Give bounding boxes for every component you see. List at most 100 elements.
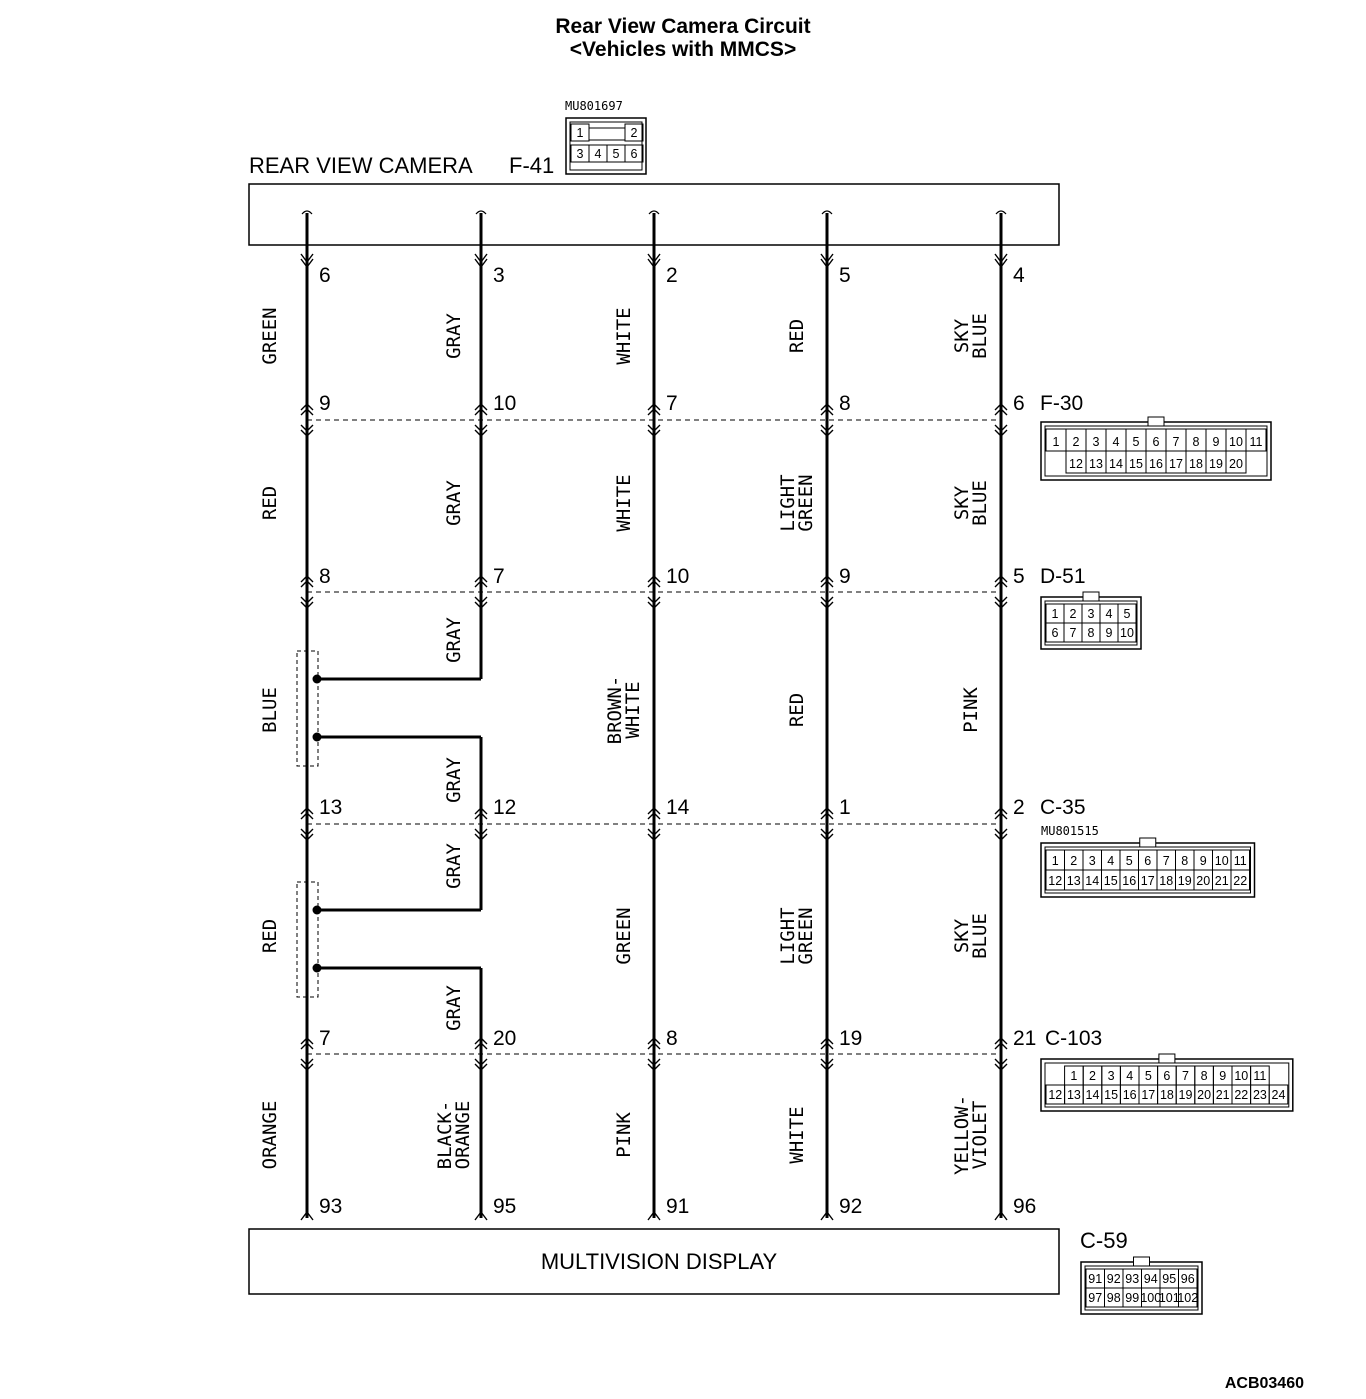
pin-number: 5 xyxy=(1013,565,1025,588)
wire-2-color: GRAY xyxy=(443,757,465,803)
wire-color-label: LIGHT xyxy=(777,907,799,964)
connector-cell: 23 xyxy=(1253,1088,1267,1102)
c103-connector-label: C-103 xyxy=(1045,1027,1102,1050)
multivision-display-box xyxy=(248,1228,1060,1295)
connector-cell: 98 xyxy=(1107,1291,1121,1305)
connector-cell: 3 xyxy=(1089,854,1096,868)
diagram-subtitle: <Vehicles with MMCS> xyxy=(570,38,796,61)
connector-cell: 16 xyxy=(1149,457,1163,471)
wire-1-color: GREEN xyxy=(259,307,281,364)
pin-number: 9 xyxy=(319,392,331,415)
connector-cell: 5 xyxy=(1133,435,1140,449)
connector-cell: 24 xyxy=(1272,1088,1286,1102)
connector-cell: 100 xyxy=(1140,1291,1161,1305)
wire-color-label: ORANGE xyxy=(452,1101,474,1170)
f41-cell: 6 xyxy=(631,147,638,161)
wire-color-label: GRAY xyxy=(443,617,465,663)
pin-number: 93 xyxy=(319,1195,342,1218)
pin-number: 1 xyxy=(839,796,851,819)
pin-number: 20 xyxy=(493,1027,516,1050)
wire-3-color: WHITE xyxy=(613,474,635,531)
pin-number: 8 xyxy=(319,565,331,588)
connector-cell: 95 xyxy=(1162,1272,1176,1286)
f30-connector-label: F-30 xyxy=(1040,392,1083,415)
wire-2-color: GRAY xyxy=(443,985,465,1031)
wire-color-label: WHITE xyxy=(622,681,644,738)
connector-cell: 6 xyxy=(1052,626,1059,640)
wire-4-color: RED xyxy=(786,319,808,353)
connector-cell: 2 xyxy=(1070,854,1077,868)
multivision-display-label: MULTIVISION DISPLAY xyxy=(541,1249,778,1274)
connector-cell: 15 xyxy=(1104,874,1118,888)
c35-part-number: MU801515 xyxy=(1041,824,1099,838)
connector-cell: 14 xyxy=(1086,1088,1100,1102)
connector-cell: 7 xyxy=(1163,854,1170,868)
wire-color-label: GREEN xyxy=(259,307,281,364)
wire-color-label: RED xyxy=(259,486,281,520)
wire-5-color: PINK xyxy=(960,687,982,733)
connector-cell: 94 xyxy=(1144,1272,1158,1286)
connector-cell: 11 xyxy=(1250,435,1263,449)
wire-color-label: BLACK- xyxy=(434,1101,456,1170)
f41-cell: 4 xyxy=(595,147,602,161)
pin-number: 6 xyxy=(1013,392,1025,415)
wire-2-color: GRAY xyxy=(443,313,465,359)
c59-connector-label: C-59 xyxy=(1080,1228,1128,1253)
connector-cell: 2 xyxy=(1070,607,1077,621)
wire-2-color: GRAY xyxy=(443,617,465,663)
connector-cell: 20 xyxy=(1229,457,1243,471)
wire-color-label: ORANGE xyxy=(259,1101,281,1170)
connector-cell: 18 xyxy=(1160,1088,1174,1102)
wire-color-label: GRAY xyxy=(443,843,465,889)
pin-numbers: 6981379331071220952710148915891199246522… xyxy=(319,264,1036,1218)
connector-cell: 96 xyxy=(1181,1272,1195,1286)
connector-cell: 19 xyxy=(1179,1088,1193,1102)
wire-1-color: ORANGE xyxy=(259,1101,281,1170)
connector-cell: 2 xyxy=(1089,1069,1096,1083)
connector-cell: 5 xyxy=(1126,854,1133,868)
wire-4-color: RED xyxy=(786,693,808,727)
wire-2 xyxy=(312,213,483,1218)
f41-connector-icon: 1 2 3 4 5 6 xyxy=(565,117,647,175)
connector-cell: 10 xyxy=(1234,1069,1248,1083)
wire-1-color: BLUE xyxy=(259,687,281,733)
pin-number: 8 xyxy=(839,392,851,415)
wire-color-label: SKY xyxy=(951,318,973,353)
connector-cell: 4 xyxy=(1113,435,1120,449)
connector-cell: 9 xyxy=(1200,854,1207,868)
wire-color-label: GREEN xyxy=(613,907,635,964)
pin-number: 14 xyxy=(666,796,690,819)
connector-cell: 13 xyxy=(1067,874,1081,888)
pin-number: 95 xyxy=(493,1195,516,1218)
connector-cell: 8 xyxy=(1088,626,1095,640)
connector-cell: 5 xyxy=(1145,1069,1152,1083)
pin-number: 19 xyxy=(839,1027,862,1050)
wire-color-label: SKY xyxy=(951,485,973,520)
wire-1-color: RED xyxy=(259,486,281,520)
connector-cell: 7 xyxy=(1182,1069,1189,1083)
pin-number: 6 xyxy=(319,264,331,287)
connector-cell: 8 xyxy=(1201,1069,1208,1083)
pin-number: 13 xyxy=(319,796,342,819)
wire-color-label: YELLOW- xyxy=(951,1095,973,1175)
connector-cell: 10 xyxy=(1229,435,1243,449)
pin-number: 9 xyxy=(839,565,851,588)
connector-cell: 17 xyxy=(1169,457,1183,471)
f41-connector-label: F-41 xyxy=(509,153,554,178)
wire-color-label: WHITE xyxy=(613,307,635,364)
connector-cell: 15 xyxy=(1104,1088,1118,1102)
connector-cell: 3 xyxy=(1088,607,1095,621)
f41-cell: 3 xyxy=(577,147,584,161)
pin-number: 2 xyxy=(666,264,678,287)
pin-number: 21 xyxy=(1013,1027,1036,1050)
wire-color-label: GREEN xyxy=(795,474,817,531)
wire-color-label: PINK xyxy=(613,1112,635,1158)
rear-view-camera-label: REAR VIEW CAMERA xyxy=(249,153,473,178)
